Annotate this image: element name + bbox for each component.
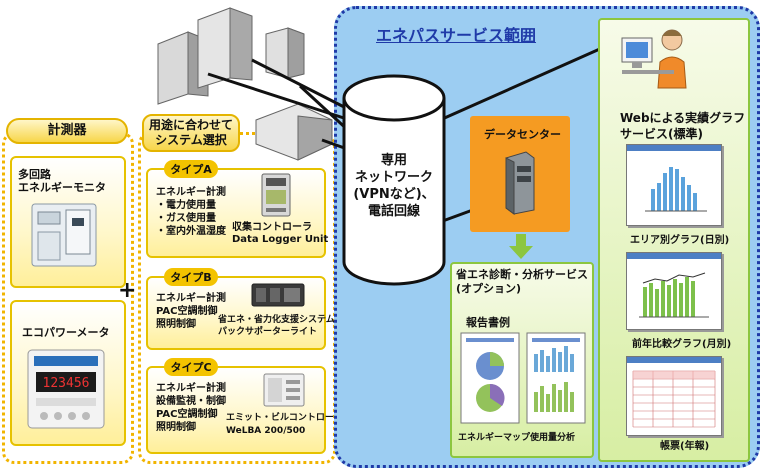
svg-text:123456: 123456 xyxy=(43,376,90,391)
diagnosis-service-label: 省エネ診断・分析サービス (オプション) xyxy=(456,268,588,295)
network-label: 専用 ネットワーク (VPNなど)、 電話回線 xyxy=(353,153,435,219)
yoy-graph-label: 前年比較グラフ(月別) xyxy=(632,339,732,350)
type-b-device-label: 省エネ・省力化支援システム パックサポーターライト xyxy=(218,315,335,337)
energy-map-report-thumbnail xyxy=(460,332,520,424)
buildings-illustration xyxy=(157,7,333,161)
eco-power-meter-label: エコパワーメータ xyxy=(22,326,110,339)
multi-circuit-monitor-label: 多回路 エネルギーモニタ xyxy=(18,168,106,194)
type-a-device-label: 収集コントローラ Data Logger Unit xyxy=(232,222,329,245)
sensors-header: 計測器 xyxy=(6,118,128,144)
welba-device-icon xyxy=(263,373,305,407)
person-at-computer-icon xyxy=(621,29,687,89)
usage-analysis-label: 使用量分析 xyxy=(530,433,576,443)
web-graph-service-label: Webによる実績グラフ サービス(標準) xyxy=(620,111,746,141)
type-c-label: タイプC xyxy=(164,358,218,376)
data-logger-device-icon xyxy=(261,173,291,217)
area-graph-label: エリア別グラフ(日別) xyxy=(630,235,730,246)
area-graph-thumbnail xyxy=(626,144,722,226)
server-icon xyxy=(505,151,535,215)
type-c-device-label: エミット・ビルコントローラ WeLBA 200/500 xyxy=(226,413,343,436)
type-a-box xyxy=(146,168,326,258)
network-cylinder xyxy=(342,74,446,286)
report-examples-label: 報告書例 xyxy=(466,316,510,329)
type-b-label: タイプB xyxy=(164,268,218,286)
usage-analysis-report-thumbnail xyxy=(526,332,586,424)
type-a-label: タイプA xyxy=(164,160,218,178)
type-b-description: エネルギー計測 PAC空調制御 照明制御 xyxy=(156,293,226,330)
energy-monitor-device-icon xyxy=(31,203,97,267)
service-scope-title: エネパスサービス範囲 xyxy=(376,26,537,45)
pack-supporter-device-icon xyxy=(251,283,305,307)
eco-power-meter-device-icon: 123456 xyxy=(27,349,105,429)
type-a-description: エネルギー計測 ・電力使用量 ・ガス使用量 ・室内外温湿度 xyxy=(156,187,226,237)
system-select-header: 用途に合わせて システム選択 xyxy=(142,114,240,152)
type-c-description: エネルギー計測 設備監視・制御 PAC空調制御 照明制御 xyxy=(156,383,226,433)
energy-map-label: エネルギーマップ xyxy=(458,433,531,443)
yoy-graph-thumbnail xyxy=(626,252,722,330)
plus-sign: + xyxy=(118,278,137,303)
data-center-label: データセンター xyxy=(484,128,561,141)
down-arrow-icon xyxy=(509,234,533,259)
ledger-thumbnail xyxy=(626,356,722,436)
ledger-label: 帳票(年報) xyxy=(660,441,710,452)
